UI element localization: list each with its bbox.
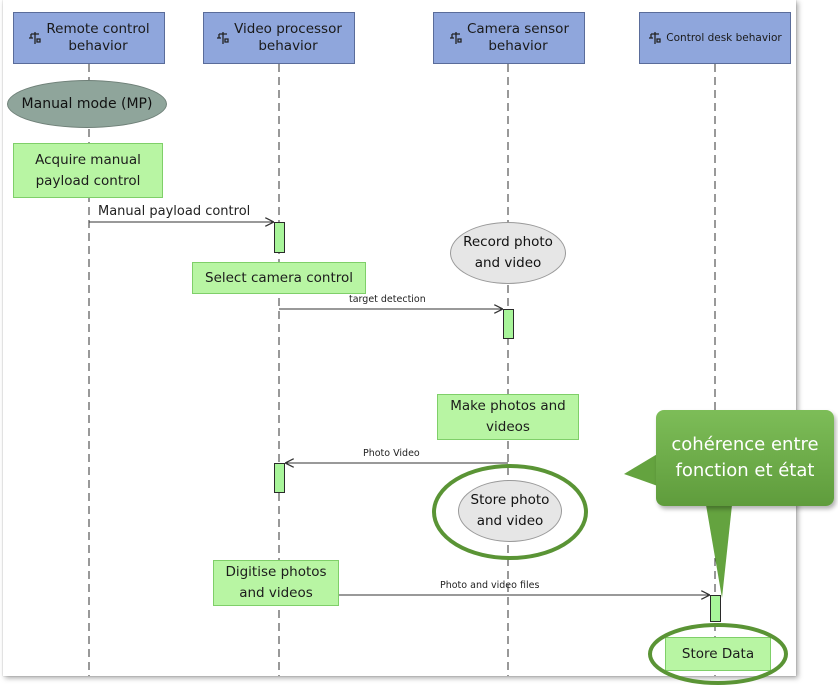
lifeline-head-remote-control: Remote control behavior xyxy=(13,12,165,64)
activation-bar-camera-sensor xyxy=(503,309,514,339)
message-label-photo-files: Photo and video files xyxy=(440,580,540,591)
state-store-photo-video: Store photo and video xyxy=(458,480,562,542)
lifeline-label: Remote control behavior xyxy=(46,21,150,54)
callout-pointer-lower xyxy=(706,505,732,598)
action-acquire-manual-payload: Acquire manual payload control xyxy=(13,143,163,198)
activation-bar-control-desk xyxy=(710,595,721,622)
lifeline-head-control-desk: Control desk behavior xyxy=(639,12,791,64)
message-label-target-detection: target detection xyxy=(349,294,426,305)
component-icon xyxy=(216,31,230,45)
component-icon xyxy=(648,31,662,45)
state-record-photo-video: Record photo and video xyxy=(450,222,566,284)
lifeline-label: Camera sensor behavior xyxy=(466,21,569,54)
action-make-photos-videos: Make photos and videos xyxy=(437,394,579,440)
component-icon xyxy=(28,31,42,45)
message-label-manual-payload: Manual payload control xyxy=(98,204,251,219)
component-icon xyxy=(449,31,463,45)
message-label-photo-video: Photo Video xyxy=(363,448,420,459)
activation-bar-video-processor-1 xyxy=(274,222,285,253)
action-digitise-photos-videos: Digitise photos and videos xyxy=(213,560,339,606)
activation-bar-video-processor-2 xyxy=(274,463,285,493)
action-store-data: Store Data xyxy=(665,637,771,671)
lifeline-head-video-processor: Video processor behavior xyxy=(203,12,355,64)
annotation-callout: cohérence entre fonction et état xyxy=(656,410,834,506)
lifeline-head-camera-sensor: Camera sensor behavior xyxy=(433,12,585,64)
action-select-camera-control: Select camera control xyxy=(192,262,366,294)
lifeline-label: Control desk behavior xyxy=(666,31,782,44)
state-manual-mode: Manual mode (MP) xyxy=(7,80,167,128)
lifeline-label: Video processor behavior xyxy=(234,21,342,54)
